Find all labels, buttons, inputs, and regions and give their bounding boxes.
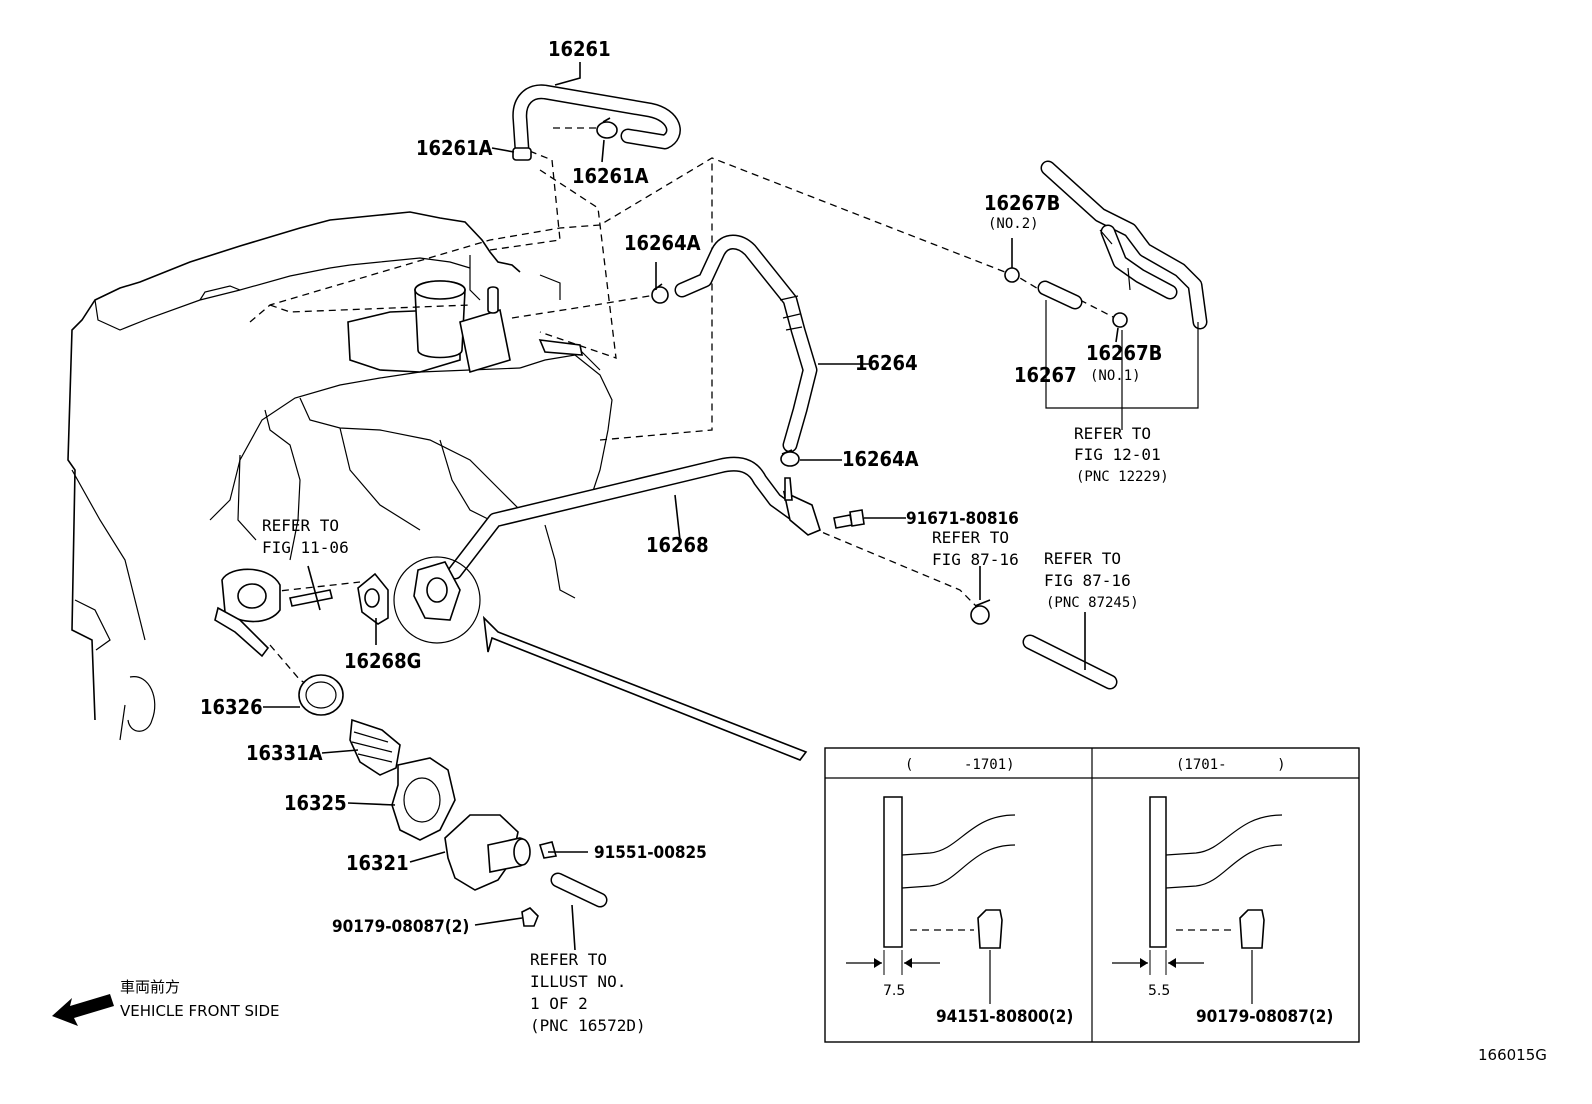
clamp-16267b-no1[interactable] bbox=[1112, 312, 1128, 328]
label-16268g[interactable]: 16268G bbox=[344, 649, 421, 673]
clamp-16267b-no2[interactable] bbox=[1004, 267, 1020, 283]
view-arrow bbox=[482, 615, 808, 761]
thermostat-parts bbox=[214, 568, 608, 927]
front-indicator: 車両前方 VEHICLE FRONT SIDE bbox=[52, 978, 280, 1026]
inset-right-part[interactable]: 90179-08087(2) bbox=[1196, 1007, 1333, 1027]
inset-left-dim: 7.5 bbox=[883, 983, 905, 999]
label-16261a-left[interactable]: 16261A bbox=[416, 136, 493, 160]
label-16261[interactable]: 16261 bbox=[548, 37, 611, 61]
inset-right-dim: 5.5 bbox=[1148, 983, 1170, 999]
pipe-16268[interactable] bbox=[393, 456, 821, 644]
ref-fig1106-l1[interactable]: REFER TO bbox=[262, 516, 339, 535]
label-16326[interactable]: 16326 bbox=[200, 695, 263, 719]
hose-16261[interactable] bbox=[512, 84, 681, 158]
ref-illust-l3[interactable]: 1 OF 2 bbox=[530, 994, 588, 1013]
ref-fig1201-l3: (PNC 12229) bbox=[1076, 469, 1169, 485]
hose-16267[interactable] bbox=[1037, 280, 1083, 310]
ref-fig1201-l2[interactable]: FIG 12-01 bbox=[1074, 445, 1161, 464]
clamp-16264a-top[interactable] bbox=[651, 283, 669, 304]
ref-fig8716b-l2[interactable]: FIG 87-16 bbox=[1044, 571, 1131, 590]
label-16267[interactable]: 16267 bbox=[1014, 363, 1077, 387]
label-16264[interactable]: 16264 bbox=[855, 351, 918, 375]
clamp-16261a-left[interactable] bbox=[512, 147, 532, 161]
clamp-16264a-bottom[interactable] bbox=[780, 449, 800, 467]
inlet-16321[interactable] bbox=[444, 814, 531, 891]
label-16267b-no2-sub: (NO.2) bbox=[988, 216, 1039, 232]
figure-id: 166015G bbox=[1478, 1046, 1547, 1064]
label-91671[interactable]: 91671-80816 bbox=[906, 509, 1019, 529]
front-label-en: VEHICLE FRONT SIDE bbox=[120, 1002, 280, 1020]
label-16325[interactable]: 16325 bbox=[284, 791, 347, 815]
gasket-16325[interactable] bbox=[391, 757, 456, 841]
front-label-jp: 車両前方 bbox=[120, 978, 180, 996]
reference-notes: REFER TO FIG 12-01 (PNC 12229) REFER TO … bbox=[262, 424, 1169, 1035]
engine-block bbox=[67, 211, 613, 741]
hose-16264[interactable] bbox=[674, 234, 818, 453]
gasket-16326[interactable] bbox=[298, 674, 344, 716]
label-90179[interactable]: 90179-08087(2) bbox=[332, 917, 469, 937]
label-16267b-no1-sub: (NO.1) bbox=[1090, 368, 1141, 384]
ref-illust-l2[interactable]: ILLUST NO. bbox=[530, 972, 626, 991]
label-16268[interactable]: 16268 bbox=[646, 533, 709, 557]
leader-lines bbox=[263, 62, 1119, 951]
ref-illust-l1[interactable]: REFER TO bbox=[530, 950, 607, 969]
label-16264a-bottom[interactable]: 16264A bbox=[842, 447, 919, 471]
inset-detail: ( -1701) (1701- ) 7.5 94151-80800(2) 5.5… bbox=[824, 747, 1360, 1043]
ref-fig8716b-l1[interactable]: REFER TO bbox=[1044, 549, 1121, 568]
label-16331a[interactable]: 16331A bbox=[246, 741, 323, 765]
ref-fig1106-l2[interactable]: FIG 11-06 bbox=[262, 538, 349, 557]
ref-fig8716b-l3: (PNC 87245) bbox=[1046, 595, 1139, 611]
part-labels: 16261 16261A 16261A 16264A 16264 16264A … bbox=[200, 37, 1162, 937]
nut-90179[interactable] bbox=[521, 907, 539, 927]
label-16261a-right[interactable]: 16261A bbox=[572, 164, 649, 188]
inset-right-header: (1701- ) bbox=[1176, 757, 1286, 773]
label-16267b-no2[interactable]: 16267B bbox=[984, 191, 1060, 215]
ref-fig8716a-l1[interactable]: REFER TO bbox=[932, 528, 1009, 547]
thermostat-16331a[interactable] bbox=[349, 718, 401, 776]
inset-left-part[interactable]: 94151-80800(2) bbox=[936, 1007, 1073, 1027]
hose-87245 bbox=[970, 599, 1118, 690]
ref-fig1201-l1[interactable]: REFER TO bbox=[1074, 424, 1151, 443]
pipe-assembly-12229 bbox=[1040, 160, 1208, 330]
label-91551[interactable]: 91551-00825 bbox=[594, 843, 707, 863]
ref-illust-l4[interactable]: (PNC 16572D) bbox=[530, 1016, 646, 1035]
inset-left-header: ( -1701) bbox=[905, 757, 1015, 773]
front-arrow-icon bbox=[52, 994, 114, 1026]
label-16321[interactable]: 16321 bbox=[346, 851, 409, 875]
label-16267b-no1[interactable]: 16267B bbox=[1086, 341, 1162, 365]
bolt-91551[interactable] bbox=[538, 841, 558, 859]
ref-fig8716a-l2[interactable]: FIG 87-16 bbox=[932, 550, 1019, 569]
bolt-91671[interactable] bbox=[833, 509, 865, 529]
clamp-16261a-right[interactable] bbox=[596, 117, 618, 139]
label-16264a-top[interactable]: 16264A bbox=[624, 231, 701, 255]
